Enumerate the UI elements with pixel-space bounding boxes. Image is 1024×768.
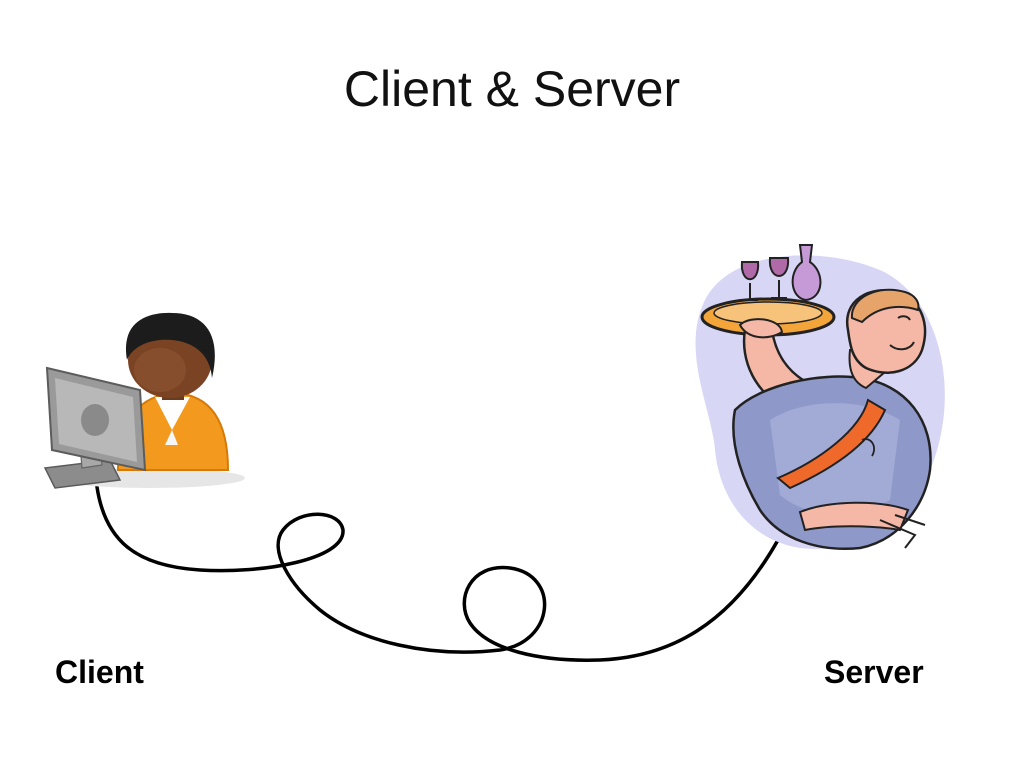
server-label: Server (824, 654, 924, 690)
connection-cable (95, 485, 780, 662)
slide-title: Client & Server (343, 61, 681, 117)
user-at-computer-icon (43, 312, 245, 489)
waiter-with-tray-icon (695, 244, 945, 550)
client-label: Client (55, 654, 144, 690)
